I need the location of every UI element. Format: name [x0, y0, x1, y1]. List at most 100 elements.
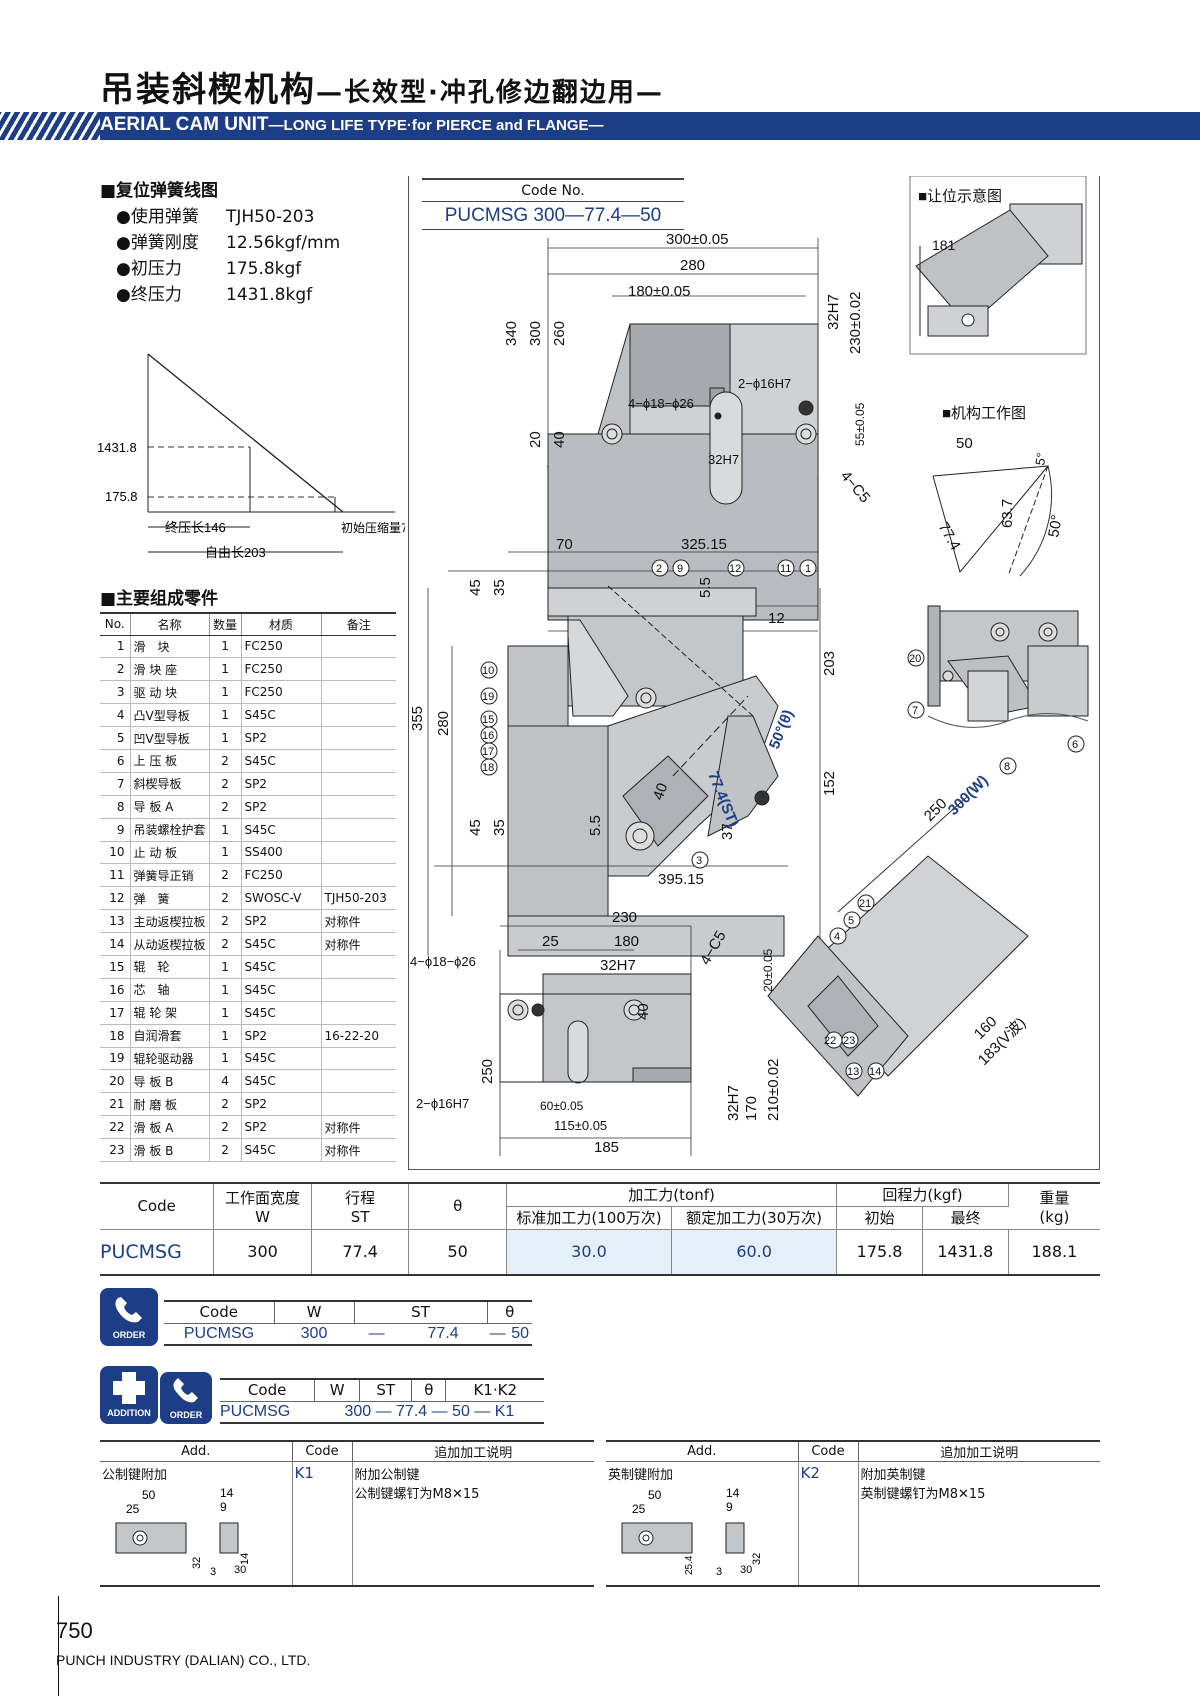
svg-text:4: 4 [834, 931, 840, 943]
graph-y2: 175.8 [105, 489, 138, 504]
svg-text:32H7: 32H7 [825, 294, 842, 330]
svg-text:280: 280 [680, 257, 705, 274]
svg-text:50°: 50° [1045, 513, 1066, 538]
svg-text:18: 18 [482, 762, 494, 774]
svg-text:32H7: 32H7 [708, 452, 739, 467]
title-banner [0, 112, 1200, 140]
code-no-value: PUCMSG 300—77.4—50 [422, 202, 684, 230]
svg-text:152: 152 [821, 771, 838, 796]
order-badge: ORDER [100, 1288, 158, 1346]
drawing-frame [408, 176, 1100, 1170]
svg-text:20: 20 [909, 653, 921, 665]
svg-text:25: 25 [632, 1502, 646, 1516]
svg-text:35: 35 [491, 819, 508, 836]
clearance-diagram [909, 176, 1087, 355]
svg-text:12: 12 [729, 563, 741, 575]
svg-text:4−ϕ18−ϕ26: 4−ϕ18−ϕ26 [628, 396, 694, 411]
svg-text:32: 32 [191, 1557, 203, 1569]
front-view-dims: 70 325.15 45 35 5.5 12 203 355 280 152 4… [409, 536, 838, 888]
svg-text:55±0.05: 55±0.05 [853, 402, 867, 446]
svg-text:5.5: 5.5 [697, 577, 714, 598]
svg-text:25: 25 [542, 933, 559, 950]
svg-text:6: 6 [1072, 739, 1078, 751]
side-view-balloons: 20 7 6 8 [907, 649, 1085, 775]
svg-text:8: 8 [1004, 761, 1010, 773]
svg-text:2: 2 [656, 563, 662, 575]
svg-text:40: 40 [551, 431, 568, 448]
mechanism-diagram [932, 465, 1053, 577]
svg-text:17: 17 [482, 746, 494, 758]
graph-final-len: 终压长146 [165, 520, 226, 535]
graph-preload: 初始压缩量7 [341, 520, 405, 535]
iso-view [767, 795, 1029, 1097]
svg-text:5: 5 [848, 915, 854, 927]
svg-text:3: 3 [696, 855, 702, 867]
svg-text:20±0.05: 20±0.05 [761, 948, 775, 992]
svg-text:50: 50 [956, 435, 973, 452]
svg-text:14: 14 [726, 1486, 740, 1500]
svg-text:395.15: 395.15 [658, 871, 704, 888]
svg-text:10: 10 [482, 665, 494, 677]
svg-text:32H7: 32H7 [725, 1085, 742, 1121]
svg-text:15: 15 [482, 714, 494, 726]
svg-text:210±0.02: 210±0.02 [765, 1059, 782, 1121]
spring-graph: 1431.8 175.8 终压长146 初始压缩量7 自由长203 [97, 353, 405, 560]
svg-text:19: 19 [482, 691, 494, 703]
metric-key-diagram: 50 25 14 9 32 3 14 30 [115, 1486, 251, 1578]
svg-text:9: 9 [220, 1500, 227, 1514]
technical-drawings: 300±0.05 280 180±0.05 25 275 325 32H7 2−… [409, 176, 1089, 1156]
iso-view-balloons: 21 5 4 22 23 13 14 [824, 894, 885, 1080]
front-view [507, 585, 785, 957]
part-balloons: 2 9 12 11 1 10 19 15 16 17 18 3 [480, 559, 817, 869]
order-badge-small: ORDER [160, 1372, 212, 1424]
phone-icon [173, 1378, 198, 1403]
svg-text:250: 250 [921, 795, 951, 825]
svg-text:230: 230 [612, 909, 637, 926]
svg-text:50: 50 [142, 1488, 156, 1502]
svg-text:115±0.05: 115±0.05 [554, 1118, 607, 1133]
spec-code: PUCMSG [100, 1229, 215, 1276]
svg-text:260: 260 [551, 321, 568, 346]
svg-text:230±0.02: 230±0.02 [847, 292, 864, 354]
svg-text:300: 300 [527, 321, 544, 346]
svg-text:32: 32 [751, 1553, 763, 1565]
svg-text:70: 70 [556, 536, 573, 553]
svg-text:300±0.05: 300±0.05 [666, 231, 728, 248]
graph-y1: 1431.8 [97, 440, 137, 455]
svg-text:280: 280 [435, 711, 452, 736]
page-number: 750 [56, 1618, 93, 1643]
svg-text:14: 14 [239, 1553, 251, 1565]
svg-text:2−ϕ16H7: 2−ϕ16H7 [738, 376, 791, 391]
svg-text:22: 22 [824, 1035, 836, 1047]
parts-heading: ■主要组成零件 [100, 589, 219, 609]
svg-text:63.7: 63.7 [999, 499, 1016, 528]
svg-text:30: 30 [234, 1564, 246, 1576]
svg-text:4−C5: 4−C5 [837, 468, 873, 507]
svg-text:5.5: 5.5 [587, 815, 604, 836]
svg-text:12: 12 [768, 610, 785, 627]
svg-text:300(W): 300(W) [945, 772, 992, 819]
mechanism-heading: ■机构工作图 [942, 405, 1026, 422]
